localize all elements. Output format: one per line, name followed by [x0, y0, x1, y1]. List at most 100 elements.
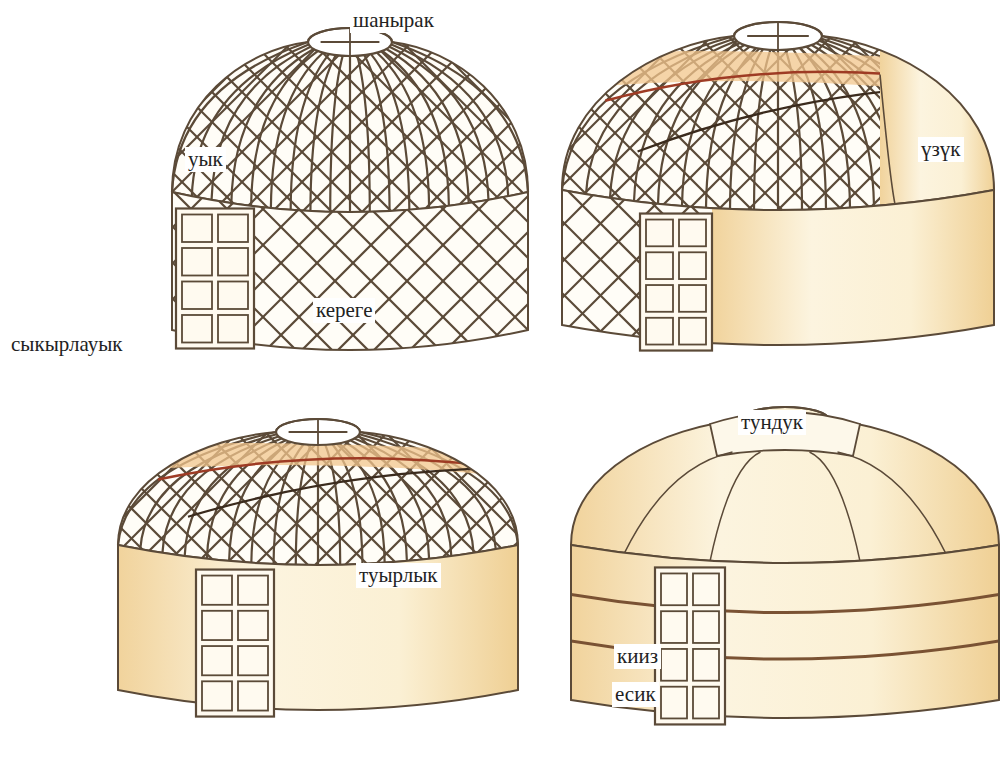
- wall-felt-sheet: [118, 543, 520, 732]
- door-panel: [661, 573, 687, 605]
- wall-outline: [118, 545, 518, 710]
- door: [655, 567, 725, 724]
- part-label: кереге: [313, 298, 375, 323]
- lattice-slat: [0, 545, 118, 730]
- lattice-slat: [282, 192, 460, 370]
- flap-edge: [880, 75, 895, 205]
- lattice-slat: [390, 192, 568, 370]
- lattice-slat: [174, 192, 352, 370]
- lattice-slat: [423, 190, 598, 365]
- door-panel: [238, 576, 268, 605]
- lattice-slat: [222, 42, 412, 232]
- yurt: [368, 22, 1003, 367]
- lattice-slat: [0, 545, 118, 730]
- roof-pole: [330, 56, 342, 212]
- lattice-slat: [102, 192, 280, 370]
- felt-seam: [710, 452, 760, 561]
- door-panel: [202, 646, 232, 675]
- lattice-slat: [174, 192, 352, 370]
- door-panel: [182, 281, 212, 309]
- roof-felt: [98, 443, 538, 517]
- felt-seam: [810, 452, 860, 561]
- lattice-slat: [387, 190, 562, 365]
- lattice-slat: [0, 192, 172, 370]
- lattice-slat: [0, 432, 118, 585]
- door: [176, 208, 254, 348]
- lattice-slat: [222, 42, 412, 232]
- wall-outline: [172, 192, 528, 350]
- door-panel: [182, 214, 212, 242]
- lattice-slat: [282, 192, 460, 370]
- door: [196, 570, 274, 717]
- door-panel: [661, 649, 687, 681]
- door-panel: [182, 248, 212, 276]
- part-label: тундук: [738, 410, 806, 435]
- door-panel: [202, 576, 232, 605]
- yurt: [380, 407, 1003, 738]
- wall-outline: [571, 545, 999, 718]
- part-label: уык: [185, 147, 226, 172]
- wall-felt-sheet: [712, 188, 996, 367]
- door-panel: [218, 281, 248, 309]
- roof-strap: [188, 468, 498, 517]
- door-panel: [238, 646, 268, 675]
- door-panel: [646, 220, 673, 247]
- lattice-slat: [252, 42, 442, 232]
- roof-pole: [371, 54, 409, 210]
- door-panel: [202, 611, 232, 640]
- lattice-slat: [246, 192, 424, 370]
- lattice-slat: [459, 190, 634, 365]
- roof-outline: [172, 28, 528, 212]
- wall-felt: [571, 543, 1001, 738]
- roof-pole: [391, 44, 508, 196]
- lattice-slat: [246, 192, 424, 370]
- roof: [571, 407, 999, 563]
- roof-pole: [349, 56, 351, 212]
- lattice-slat: [354, 192, 532, 370]
- part-label: туырлык: [356, 563, 441, 588]
- door-panel: [693, 649, 719, 681]
- lattice-slat: [318, 192, 496, 370]
- door-panel: [218, 315, 248, 343]
- door: [640, 214, 712, 351]
- part-label: шанырак: [350, 8, 437, 33]
- roof-felt: [571, 407, 999, 563]
- roof-pole: [357, 56, 369, 212]
- door-panel: [218, 248, 248, 276]
- wall-felt: [712, 188, 996, 367]
- lattice-slat: [368, 36, 562, 230]
- door-panel: [646, 318, 673, 345]
- lattice-slat: [998, 36, 1003, 230]
- lattice-slat: [138, 192, 316, 370]
- lattice-slat: [999, 190, 1003, 365]
- lattice-slat: [0, 42, 172, 232]
- part-label: сыкырлауык: [8, 332, 126, 357]
- door-panel: [646, 285, 673, 312]
- lattice-slat: [252, 42, 442, 232]
- door-panel: [238, 681, 268, 710]
- lattice-slat: [390, 192, 568, 370]
- crown-bar: [777, 22, 779, 50]
- roof-band: [98, 443, 538, 479]
- wall-strap: [571, 595, 999, 613]
- door-panel: [202, 681, 232, 710]
- door-panel: [238, 611, 268, 640]
- lattice-slat: [318, 192, 496, 370]
- door-panel: [646, 252, 673, 279]
- door-panel: [679, 285, 706, 312]
- roof-outline: [118, 419, 518, 565]
- roof-outline: [562, 22, 994, 210]
- felt-seam: [838, 452, 946, 553]
- lattice-slat: [459, 190, 634, 365]
- lattice-slat: [282, 42, 472, 232]
- roof-pole: [251, 51, 318, 206]
- lattice-slat: [282, 42, 472, 232]
- crown-bar: [317, 419, 319, 445]
- lattice-slat: [0, 192, 172, 370]
- door-panel: [661, 687, 687, 719]
- roof-outline: [571, 407, 999, 563]
- lattice-slat: [354, 192, 532, 370]
- door-panel: [218, 214, 248, 242]
